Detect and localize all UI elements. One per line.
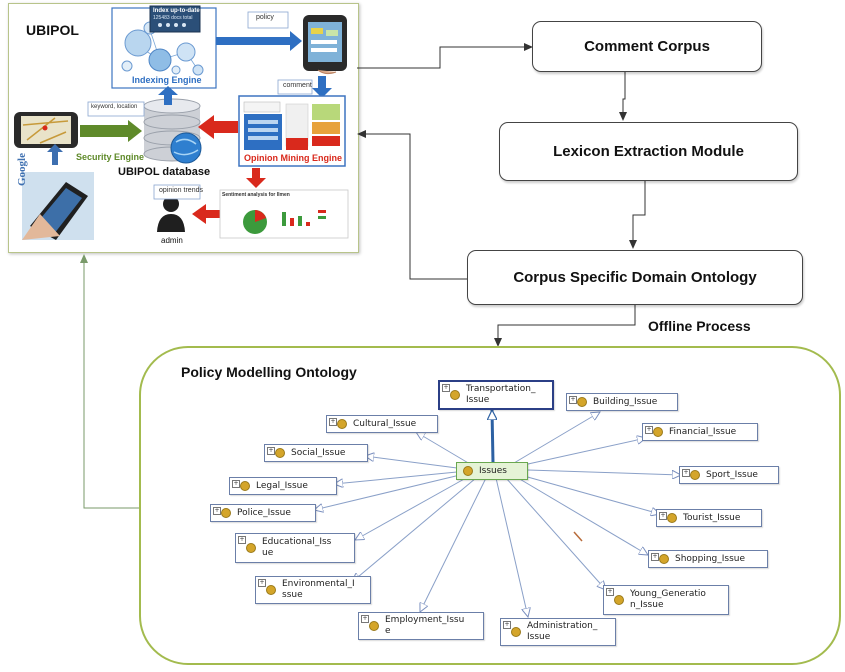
young-generation-accent [573,531,583,542]
admin-icon [157,196,185,232]
class-dot-icon [659,554,669,564]
security-engine-label: Security Engine [76,152,145,162]
lexicon-extraction-box: Lexicon Extraction Module [499,122,798,181]
policy-label: policy [256,14,274,21]
class-dot-icon [266,585,276,595]
ontology-spokes [314,410,681,617]
class-dot-icon [577,397,587,407]
corpus-to-lexicon-connector [619,71,627,121]
ubipol-database-label: UBIPOL database [118,166,211,178]
index-badge-line1: Index up-to-date [153,8,200,14]
node-cultural-issue[interactable]: + Cultural_Issue [326,415,438,433]
ontology-to-policy-connector [494,304,636,347]
google-up-arrow [47,144,63,165]
security-engine-arrow [80,120,142,142]
index-badge [149,5,201,33]
node-administration-issue[interactable]: + Administration_Issue [500,618,616,646]
index-badge-line2: 125483 docs total [153,15,193,21]
class-dot-icon [614,595,624,605]
keyword-label-box [87,101,145,117]
class-dot-icon [337,419,347,429]
keyword-location-label: keyword, location [91,104,138,110]
opinion-mining-engine-label: Opinion Mining Engine [244,153,342,163]
node-legal-issue[interactable]: + Legal_Issue [229,477,337,495]
class-dot-icon [246,543,256,553]
class-dot-icon [450,390,460,400]
class-dot-icon [275,448,285,458]
trends-to-admin-arrow [192,204,222,224]
sentiment-chart-title: Sentiment analysis for Ilmen [222,192,290,198]
class-dot-icon [369,621,379,631]
domain-ontology-box: Corpus Specific Domain Ontology [467,250,803,305]
policy-arrow [216,31,302,51]
node-social-issue[interactable]: + Social_Issue [264,444,368,462]
google-logo: Google [16,153,28,186]
opinion-to-db-arrow [198,115,238,139]
lexicon-to-ontology-connector [629,180,646,249]
offline-process-label: Offline Process [648,318,751,334]
node-sport-issue[interactable]: + Sport_Issue [679,466,779,484]
comment-corpus-box: Comment Corpus [532,21,762,72]
comment-down-arrow [312,76,332,98]
policy-label-box [247,11,289,29]
index-up-arrow [158,86,178,105]
node-transportation-issue[interactable]: + Transportation_Issue [438,380,554,410]
indexing-engine-label: Indexing Engine [132,75,202,85]
node-financial-issue[interactable]: + Financial_Issue [642,423,758,441]
node-tourist-issue[interactable]: + Tourist_Issue [656,509,762,527]
node-building-issue[interactable]: + Building_Issue [566,393,678,411]
class-dot-icon [690,470,700,480]
ubipol-to-corpus-connector [357,43,533,69]
smartphone-bottom-icon [22,172,94,240]
opinion-down-arrow [246,168,266,188]
policy-to-ubipol-connector [80,254,140,509]
comment-label: comment [283,82,312,89]
class-dot-icon [240,481,250,491]
ubipol-database-icon [143,98,202,164]
smartphone-top-icon [303,15,347,75]
policy-ontology-title: Policy Modelling Ontology [181,364,357,380]
class-dot-icon [667,513,677,523]
ontology-to-ubipol-connector [357,130,467,280]
class-dot-icon [221,508,231,518]
ubipol-title: UBIPOL [26,22,79,38]
node-label: Issues [479,465,507,476]
opinion-trends-label: opinion trends [159,187,203,194]
class-dot-icon [511,627,521,637]
opinion-trends-box [153,184,201,200]
comment-label-box [277,79,313,95]
smartphone-map-icon [14,112,78,148]
class-dot-icon [463,466,473,476]
admin-label: admin [161,236,183,245]
node-shopping-issue[interactable]: + Shopping_Issue [648,550,768,568]
issues-center-node[interactable]: Issues [456,462,528,480]
class-dot-icon [653,427,663,437]
node-police-issue[interactable]: + Police_Issue [210,504,316,522]
